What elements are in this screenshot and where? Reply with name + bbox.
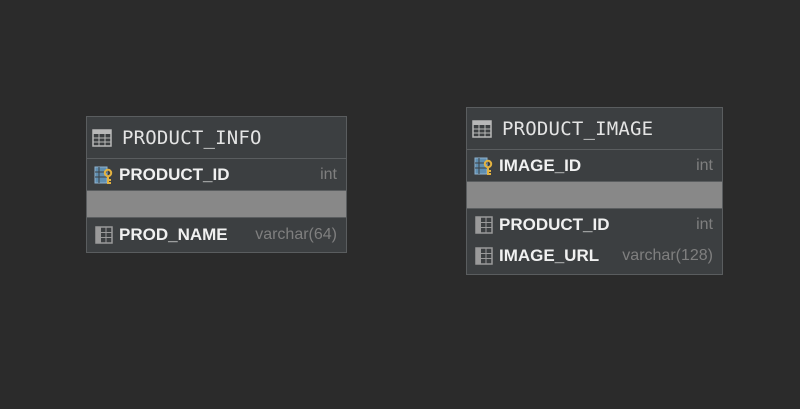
column-type: int	[696, 156, 713, 174]
column-type: varchar(64)	[255, 226, 337, 243]
column-type: varchar(128)	[622, 247, 713, 264]
column-row-product-id[interactable]: PRODUCT_ID int	[467, 209, 722, 241]
table-icon	[472, 119, 492, 138]
column-icon	[475, 247, 493, 265]
primary-key-column-icon	[94, 166, 113, 184]
column-name: IMAGE_URL	[499, 246, 600, 265]
column-name: PROD_NAME	[119, 225, 228, 244]
column-icon	[95, 226, 113, 244]
column-icon	[475, 216, 493, 234]
entity-title: PRODUCT_IMAGE	[502, 117, 654, 140]
column-row-image-url[interactable]: IMAGE_URL varchar(128)	[467, 241, 722, 271]
column-name: PRODUCT_ID	[499, 215, 610, 234]
column-row-image-id[interactable]: IMAGE_ID int	[467, 150, 722, 181]
entity-header[interactable]: PRODUCT_INFO	[87, 117, 346, 159]
table-icon	[92, 128, 112, 147]
column-row-product-id[interactable]: PRODUCT_ID int	[87, 159, 346, 190]
entity-product-image[interactable]: PRODUCT_IMAGE IMAGE_ID int	[466, 107, 723, 275]
primary-key-separator	[467, 181, 722, 209]
entity-title: PRODUCT_INFO	[122, 126, 262, 149]
column-name: PRODUCT_ID	[119, 164, 230, 184]
entity-header[interactable]: PRODUCT_IMAGE	[467, 108, 722, 150]
column-row-prod-name[interactable]: PROD_NAME varchar(64)	[87, 218, 346, 252]
column-type: int	[320, 165, 337, 183]
primary-key-column-icon	[474, 157, 493, 175]
entity-product-info[interactable]: PRODUCT_INFO PRODUCT_ID int	[86, 116, 347, 253]
primary-key-separator	[87, 190, 346, 218]
column-name: IMAGE_ID	[499, 155, 582, 175]
column-type: int	[696, 216, 713, 233]
